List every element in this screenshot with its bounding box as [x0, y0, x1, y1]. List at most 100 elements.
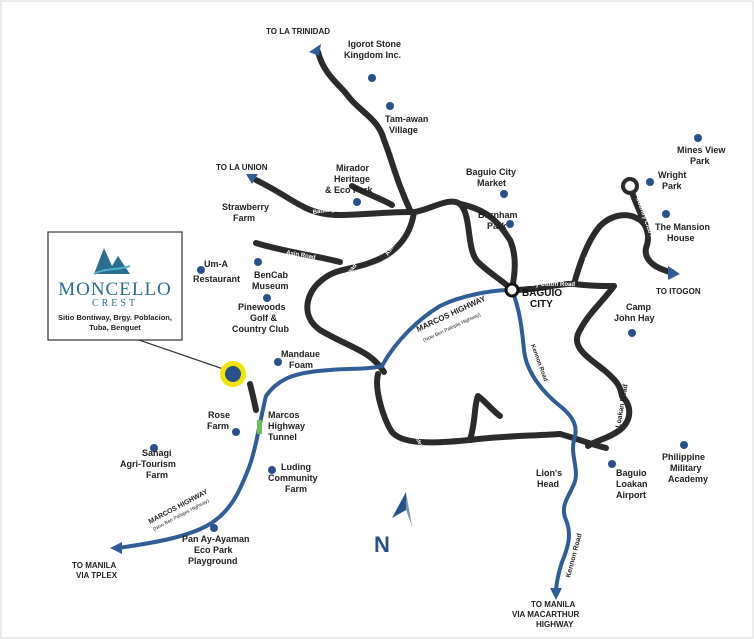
- north-arrow-shadow-icon: [406, 492, 412, 526]
- poi-marker-icon: [506, 220, 514, 228]
- loakan-kennon-connector: [557, 431, 609, 451]
- poi-marker-icon: [232, 428, 240, 436]
- poi-label: Restaurant: [193, 274, 240, 284]
- poi-mandaue-foam: Mandaue Foam: [274, 349, 320, 370]
- poi-label: Eco Park: [194, 545, 234, 555]
- poi-label: Village: [389, 125, 418, 135]
- poi-label: Head: [537, 479, 559, 489]
- poi-label: Agri-Tourism: [120, 459, 176, 469]
- poi-philippine-military-academy: Philippine Military Academy: [662, 441, 708, 484]
- poi-marker-icon: [628, 329, 636, 337]
- poi-marker-icon: [353, 198, 361, 206]
- poi-label: Mandaue: [281, 349, 320, 359]
- poi-label: Baguio: [616, 468, 647, 478]
- poi-baguio-loakan-airport: Baguio Loakan Airport: [608, 460, 648, 500]
- poi-label: Foam: [289, 360, 313, 370]
- tunnel-icon: [257, 420, 262, 434]
- moncello-crest-callout: MONCELLO CREST Sitio Bontiway, Brgy. Pob…: [47, 231, 246, 387]
- poi-label: Mirador: [336, 163, 370, 173]
- poi-label: Heritage: [334, 174, 370, 184]
- poi-marker-icon: [662, 210, 670, 218]
- baguio-city-marker: BAGUIO CITY: [504, 282, 562, 310]
- poi-label: House: [667, 233, 695, 243]
- poi-label: Strawberry: [222, 202, 269, 212]
- to-manila-tplex-label-2: VIA TPLEX: [76, 571, 118, 580]
- compass-label: N: [374, 532, 390, 557]
- local-roads: [247, 49, 675, 451]
- poi-marker-icon: [150, 444, 158, 452]
- poi-label: Farm: [233, 213, 255, 223]
- poi-label: Wright: [658, 170, 686, 180]
- poi-the-mansion-house: The Mansion House: [655, 210, 710, 243]
- poi-mirador-heritage: Mirador Heritage & Eco Park: [325, 163, 374, 206]
- poi-marker-icon: [694, 134, 702, 142]
- location-marker-icon: [225, 366, 241, 382]
- mirador-road: [349, 183, 395, 208]
- poi-label: Golf &: [250, 313, 277, 323]
- brand-subtitle: CREST: [92, 298, 138, 309]
- loakan-road: [585, 393, 633, 449]
- to-manila-mac-label-1: TO MANILA: [531, 600, 576, 609]
- poi-um-a-restaurant: Um-A Restaurant: [193, 259, 240, 284]
- points-of-interest: Igorot Stone Kingdom Inc. Tam-awan Villa…: [120, 39, 726, 566]
- poi-label: Baguio City: [466, 167, 516, 177]
- poi-label: Museum: [252, 281, 289, 291]
- western-link-branch: [467, 393, 503, 443]
- poi-label: Marcos: [268, 410, 300, 420]
- destination-labels: TO LA TRINIDAD TO LA UNION TO ITOGON TO …: [72, 27, 701, 629]
- western-link-road: [374, 371, 563, 446]
- poi-marker-icon: [500, 190, 508, 198]
- to-manila-mac-label-3: HIGHWAY: [536, 620, 574, 629]
- asin-road-west-label: Asin Road: [286, 250, 317, 261]
- poi-label: BenCab: [254, 270, 289, 280]
- poi-label: Um-A: [204, 259, 228, 269]
- poi-bencab-museum: BenCab Museum: [252, 258, 289, 291]
- poi-label: Tam-awan: [385, 114, 428, 124]
- poi-label: Park: [662, 181, 683, 191]
- poi-label: Pan Ay-Ayaman: [182, 534, 250, 544]
- poi-label: Playground: [188, 556, 238, 566]
- sta-lucia-road: [304, 277, 387, 375]
- to-la-trinidad-label: TO LA TRINIDAD: [266, 27, 330, 36]
- direction-arrows: [110, 44, 680, 600]
- poi-marker-icon: [608, 460, 616, 468]
- mandaue-stub: [247, 381, 259, 413]
- to-manila-tplex-label-1: TO MANILA: [72, 561, 117, 570]
- la-trinidad-road: [315, 49, 413, 213]
- poi-label: Farm: [285, 484, 307, 494]
- poi-label: Farm: [146, 470, 168, 480]
- poi-pinewoods-golf: Pinewoods Golf & Country Club: [232, 294, 289, 334]
- poi-label: Country Club: [232, 324, 289, 334]
- poi-marker-icon: [646, 178, 654, 186]
- to-itogon-label: TO ITOGON: [656, 287, 701, 296]
- address-line-1: Sitio Bontiway, Brgy. Poblacion,: [58, 313, 172, 322]
- poi-label: Airport: [616, 490, 646, 500]
- poi-label: Pinewoods: [238, 302, 286, 312]
- poi-label: Rose: [208, 410, 230, 420]
- moncello-logo-icon: [93, 248, 131, 275]
- arrow-itogon-icon: [668, 266, 680, 280]
- marcos-highway: [116, 288, 514, 550]
- poi-marker-icon: [197, 266, 205, 274]
- poi-label: Military: [670, 463, 702, 473]
- bauang-baguio-road: [253, 177, 413, 219]
- poi-label: Kingdom Inc.: [344, 50, 401, 60]
- poi-label: Burnham: [478, 210, 518, 220]
- naguilian-road: [411, 198, 515, 293]
- poi-label: Park: [487, 221, 508, 231]
- poi-label: John Hay: [614, 313, 655, 323]
- poi-label: Philippine: [662, 452, 705, 462]
- poi-marker-icon: [263, 294, 271, 302]
- john-hay-loop: [574, 283, 625, 399]
- poi-label: Camp: [626, 302, 652, 312]
- poi-label: Community: [268, 473, 318, 483]
- arrow-manila-tplex-icon: [110, 542, 122, 554]
- poi-label: Park: [690, 156, 711, 166]
- poi-marker-icon: [254, 258, 262, 266]
- to-manila-mac-label-2: VIA MACARTHUR: [512, 610, 579, 619]
- poi-label: Loakan: [616, 479, 648, 489]
- poi-igorot-stone-kingdom: Igorot Stone Kingdom Inc.: [344, 39, 401, 82]
- poi-strawberry-farm: Strawberry Farm: [222, 202, 269, 223]
- poi-marker-icon: [680, 441, 688, 449]
- poi-label: Mines View: [677, 145, 726, 155]
